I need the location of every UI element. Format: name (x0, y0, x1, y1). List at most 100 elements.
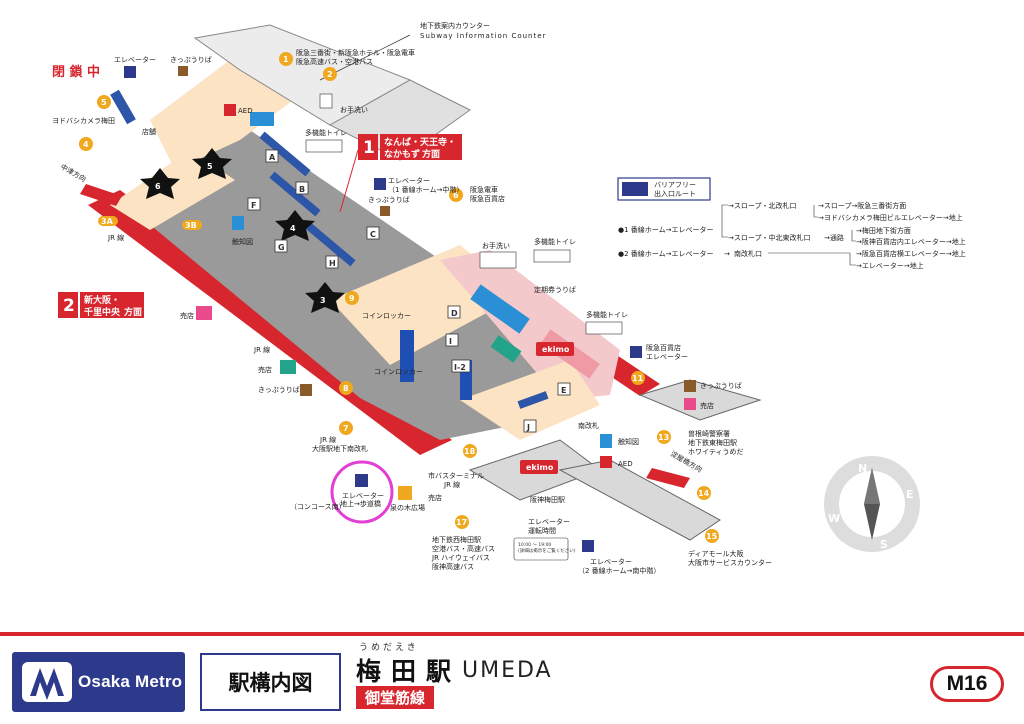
svg-text:1: 1 (363, 138, 375, 158)
restroom-icon-mid (479, 251, 517, 269)
footer-rule (0, 632, 1024, 636)
svg-text:9: 9 (349, 294, 355, 303)
aed-icon-top (224, 104, 236, 116)
elevator-1-label: エレベーター（1 番線ホーム→中階） (388, 176, 463, 194)
multi-restroom-mid-label: 多機能トイレ (534, 237, 576, 246)
svg-text:2: 2 (327, 70, 333, 79)
touch-map-right-label: 触知図 (618, 437, 639, 446)
exit-6-label: 阪急電車阪急百貨店 (470, 185, 505, 203)
svg-text:W: W (828, 512, 840, 525)
svg-text:A: A (269, 153, 276, 162)
svg-text:J: J (526, 423, 530, 432)
elevator-icon-1 (374, 178, 386, 190)
jr-line-left-label: JR 線 (253, 345, 270, 354)
shop-left-label: 売店 (180, 311, 194, 320)
stairs-star-6: 6 (140, 168, 180, 199)
elevator-hours-note: 10:00 〜 19:00(詳細は掲示をご覧ください) (518, 542, 576, 554)
multi-restroom-icon-mid (533, 249, 571, 263)
svg-text:I-2: I-2 (454, 363, 466, 372)
bf-route1-a: →スロープ・北改札口 (728, 201, 796, 210)
bf-route1-a2: →ヨドバシカメラ梅田ビルエレベーター→地上 (818, 213, 963, 222)
shop-bottom-label: 売店 (428, 493, 442, 502)
svg-text:千里中央: 千里中央 (84, 306, 121, 318)
svg-text:F: F (251, 201, 256, 210)
exit-3-markers: 3A 3B (98, 216, 202, 230)
aed-right-label: AED (618, 460, 633, 468)
elevator-highlight-ring (330, 460, 394, 524)
svg-text:5: 5 (207, 162, 213, 171)
svg-text:D: D (451, 309, 458, 318)
elevator-icon-top (124, 66, 136, 78)
facility-blue-2 (470, 284, 530, 334)
bf-route-lines (721, 204, 856, 266)
svg-text:4: 4 (83, 140, 89, 149)
svg-text:6: 6 (155, 182, 161, 191)
bf-route2-1: →阪急百貨店横エレベーター→地上 (856, 249, 966, 258)
svg-text:11: 11 (632, 374, 644, 383)
svg-text:ekimo: ekimo (526, 463, 554, 472)
subway-info-en: Subway Information Counter (420, 32, 546, 40)
svg-text:3A: 3A (101, 217, 114, 226)
multi-restroom-top-label: 多機能トイレ (305, 128, 347, 137)
svg-text:6: 6 (453, 191, 459, 200)
restroom-top-label: お手洗い (340, 105, 368, 114)
svg-text:3B: 3B (185, 221, 197, 230)
multi-restroom-icon-right (585, 321, 623, 335)
facility-blue-1 (250, 112, 274, 126)
bf-route1-a1: →スロープ→阪急三番街方面 (818, 201, 906, 210)
svg-text:ekimo: ekimo (542, 345, 570, 354)
ticket-left-label: きっぷうりば (258, 385, 300, 394)
brand-text: Osaka Metro (78, 672, 183, 691)
ticket-right-label: きっぷうりば (700, 381, 742, 390)
escalators (110, 89, 549, 409)
touch-map-left-label: 触知図 (232, 237, 253, 246)
bf-route2-2: →エレベーター→地上 (856, 261, 924, 270)
svg-text:N: N (858, 462, 867, 475)
svg-text:5: 5 (101, 98, 107, 107)
osaka-metro-logo: Osaka Metro (12, 652, 185, 712)
svg-text:8: 8 (343, 384, 349, 393)
svg-text:E: E (561, 386, 566, 395)
svg-text:G: G (278, 243, 285, 252)
svg-text:バリアフリー出入口ルート: バリアフリー出入口ルート (654, 181, 696, 198)
svg-text:なんば・天王寺・: なんば・天王寺・ (384, 136, 456, 148)
elevator-highlight-icon (355, 474, 368, 487)
aed-icon-right (600, 456, 612, 468)
ticket-icon-mid (380, 206, 390, 216)
station-map: 中津方向 淀屋橋方向 閉 鎖 中 地下鉄案内カウンター Subway Infor… (52, 21, 966, 575)
shop-icon-left2 (280, 360, 296, 374)
elevator-hours-box (513, 537, 569, 561)
ticket-mid-label: きっぷうりば (368, 195, 410, 204)
hanshin-umeda-label: 阪神梅田駅 (530, 495, 565, 504)
aed-top-label: AED (238, 107, 253, 115)
shop-left2-label: 売店 (258, 365, 272, 374)
station-roman: UMEDA (462, 658, 553, 683)
bf-route1-b2: →阪神百貨店内エレベーター→地上 (856, 237, 966, 246)
svg-text:B: B (299, 185, 305, 194)
ticket-icon-right (684, 380, 696, 392)
svg-text:7: 7 (343, 424, 349, 433)
bf-route1-b1: →梅田地下街方面 (856, 226, 911, 235)
direction-1-leader (339, 149, 359, 213)
bf-route2-via: → (724, 250, 730, 258)
svg-text:方面: 方面 (124, 306, 142, 318)
svg-text:E: E (906, 488, 914, 501)
elevator-icon-2 (582, 540, 594, 552)
arrow-nakatsu (80, 184, 122, 206)
svg-text:2: 2 (63, 296, 75, 316)
coin-locker-1-label: コインロッカー (362, 312, 411, 320)
ticket-icon-top (178, 66, 188, 76)
svg-text:H: H (329, 259, 336, 268)
shop-icon-right (684, 398, 696, 410)
station-ruby: うめだえき (359, 643, 419, 653)
exit-markers: 1 2 4 5 6 7 8 9 11 13 14 15 17 18 (79, 52, 719, 543)
multi-restroom-icon-top (305, 139, 343, 153)
gates: A B C D E F G H I I-2 J (247, 149, 571, 433)
direction-1-badge: 1 なんば・天王寺・ なかもず 方面 (358, 134, 462, 160)
ekimo-logo-lower: ekimo (520, 460, 558, 474)
exit-1-label: 阪急三番街・新阪急ホテル・阪急電車阪急高速バス・空港バス (296, 48, 415, 66)
metro-m-icon (22, 662, 72, 702)
hankyu-elevator-label: 阪急百貨店エレベーター (646, 343, 688, 361)
bf-route1-b-via: →通路 (824, 233, 844, 242)
elevator-2-label: エレベーター（2 番線ホーム→南中階） (578, 557, 660, 575)
